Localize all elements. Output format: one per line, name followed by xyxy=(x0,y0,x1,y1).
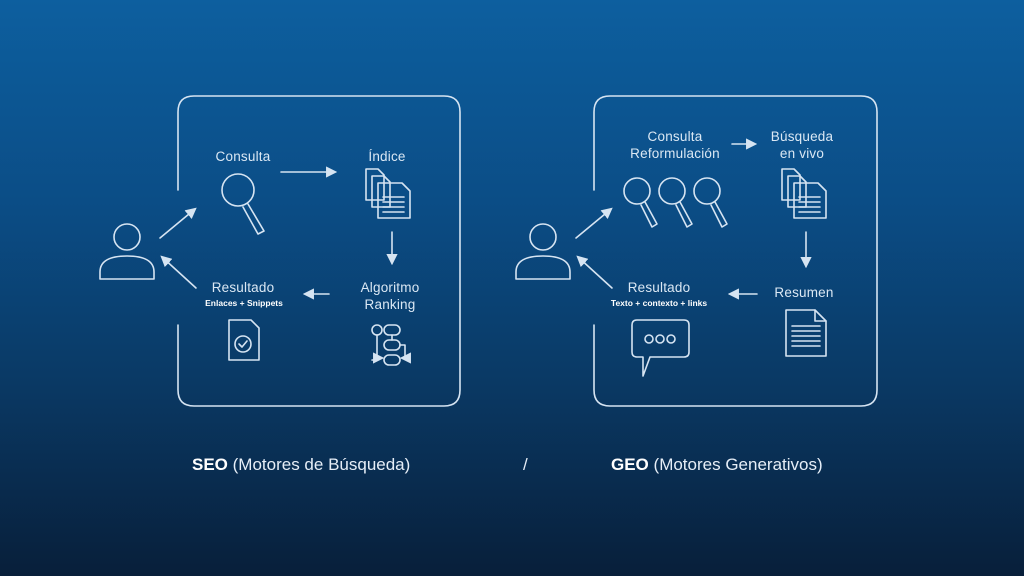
geo-result-label: Resultado xyxy=(627,280,691,295)
geo-arrow-user-to-query xyxy=(575,207,613,239)
seo-algorithm-label: Algoritmo Ranking xyxy=(360,280,420,312)
seo-arrow-user-to-query xyxy=(159,207,197,239)
seo-index-label: Índice xyxy=(368,149,406,164)
geo-arrow-result-to-user xyxy=(576,255,613,289)
seo-result-sublabel: Enlaces + Snippets xyxy=(205,298,283,308)
geo-search-label: Búsqueda en vivo xyxy=(770,129,834,161)
geo-summary-label: Resumen xyxy=(774,285,834,300)
separator: / xyxy=(523,455,528,474)
seo-check-document-icon xyxy=(228,319,260,361)
seo-user-icon xyxy=(99,223,155,280)
geo-caption: GEO (Motores Generativos) xyxy=(611,455,823,474)
geo-documents-icon xyxy=(781,168,827,219)
seo-query-label: Consulta xyxy=(215,149,271,164)
seo-documents-icon xyxy=(365,168,411,219)
seo-arrow-result-to-user xyxy=(160,255,197,289)
seo-caption: SEO (Motores de Búsqueda) xyxy=(192,455,411,474)
seo-flowchart-icon xyxy=(371,324,411,366)
geo-result-sublabel: Texto + contexto + links xyxy=(610,298,708,308)
geo-user-icon xyxy=(515,223,571,280)
geo-chat-bubble-icon xyxy=(631,319,690,377)
geo-frame xyxy=(593,95,878,407)
geo-magnifiers-icon xyxy=(623,177,728,228)
seo-frame xyxy=(177,95,461,407)
geo-text-document-icon xyxy=(785,309,827,357)
seo-result-label: Resultado xyxy=(211,280,275,295)
geo-query-label: Consulta Reformulación xyxy=(630,129,720,161)
seo-magnifier-icon xyxy=(221,173,265,235)
